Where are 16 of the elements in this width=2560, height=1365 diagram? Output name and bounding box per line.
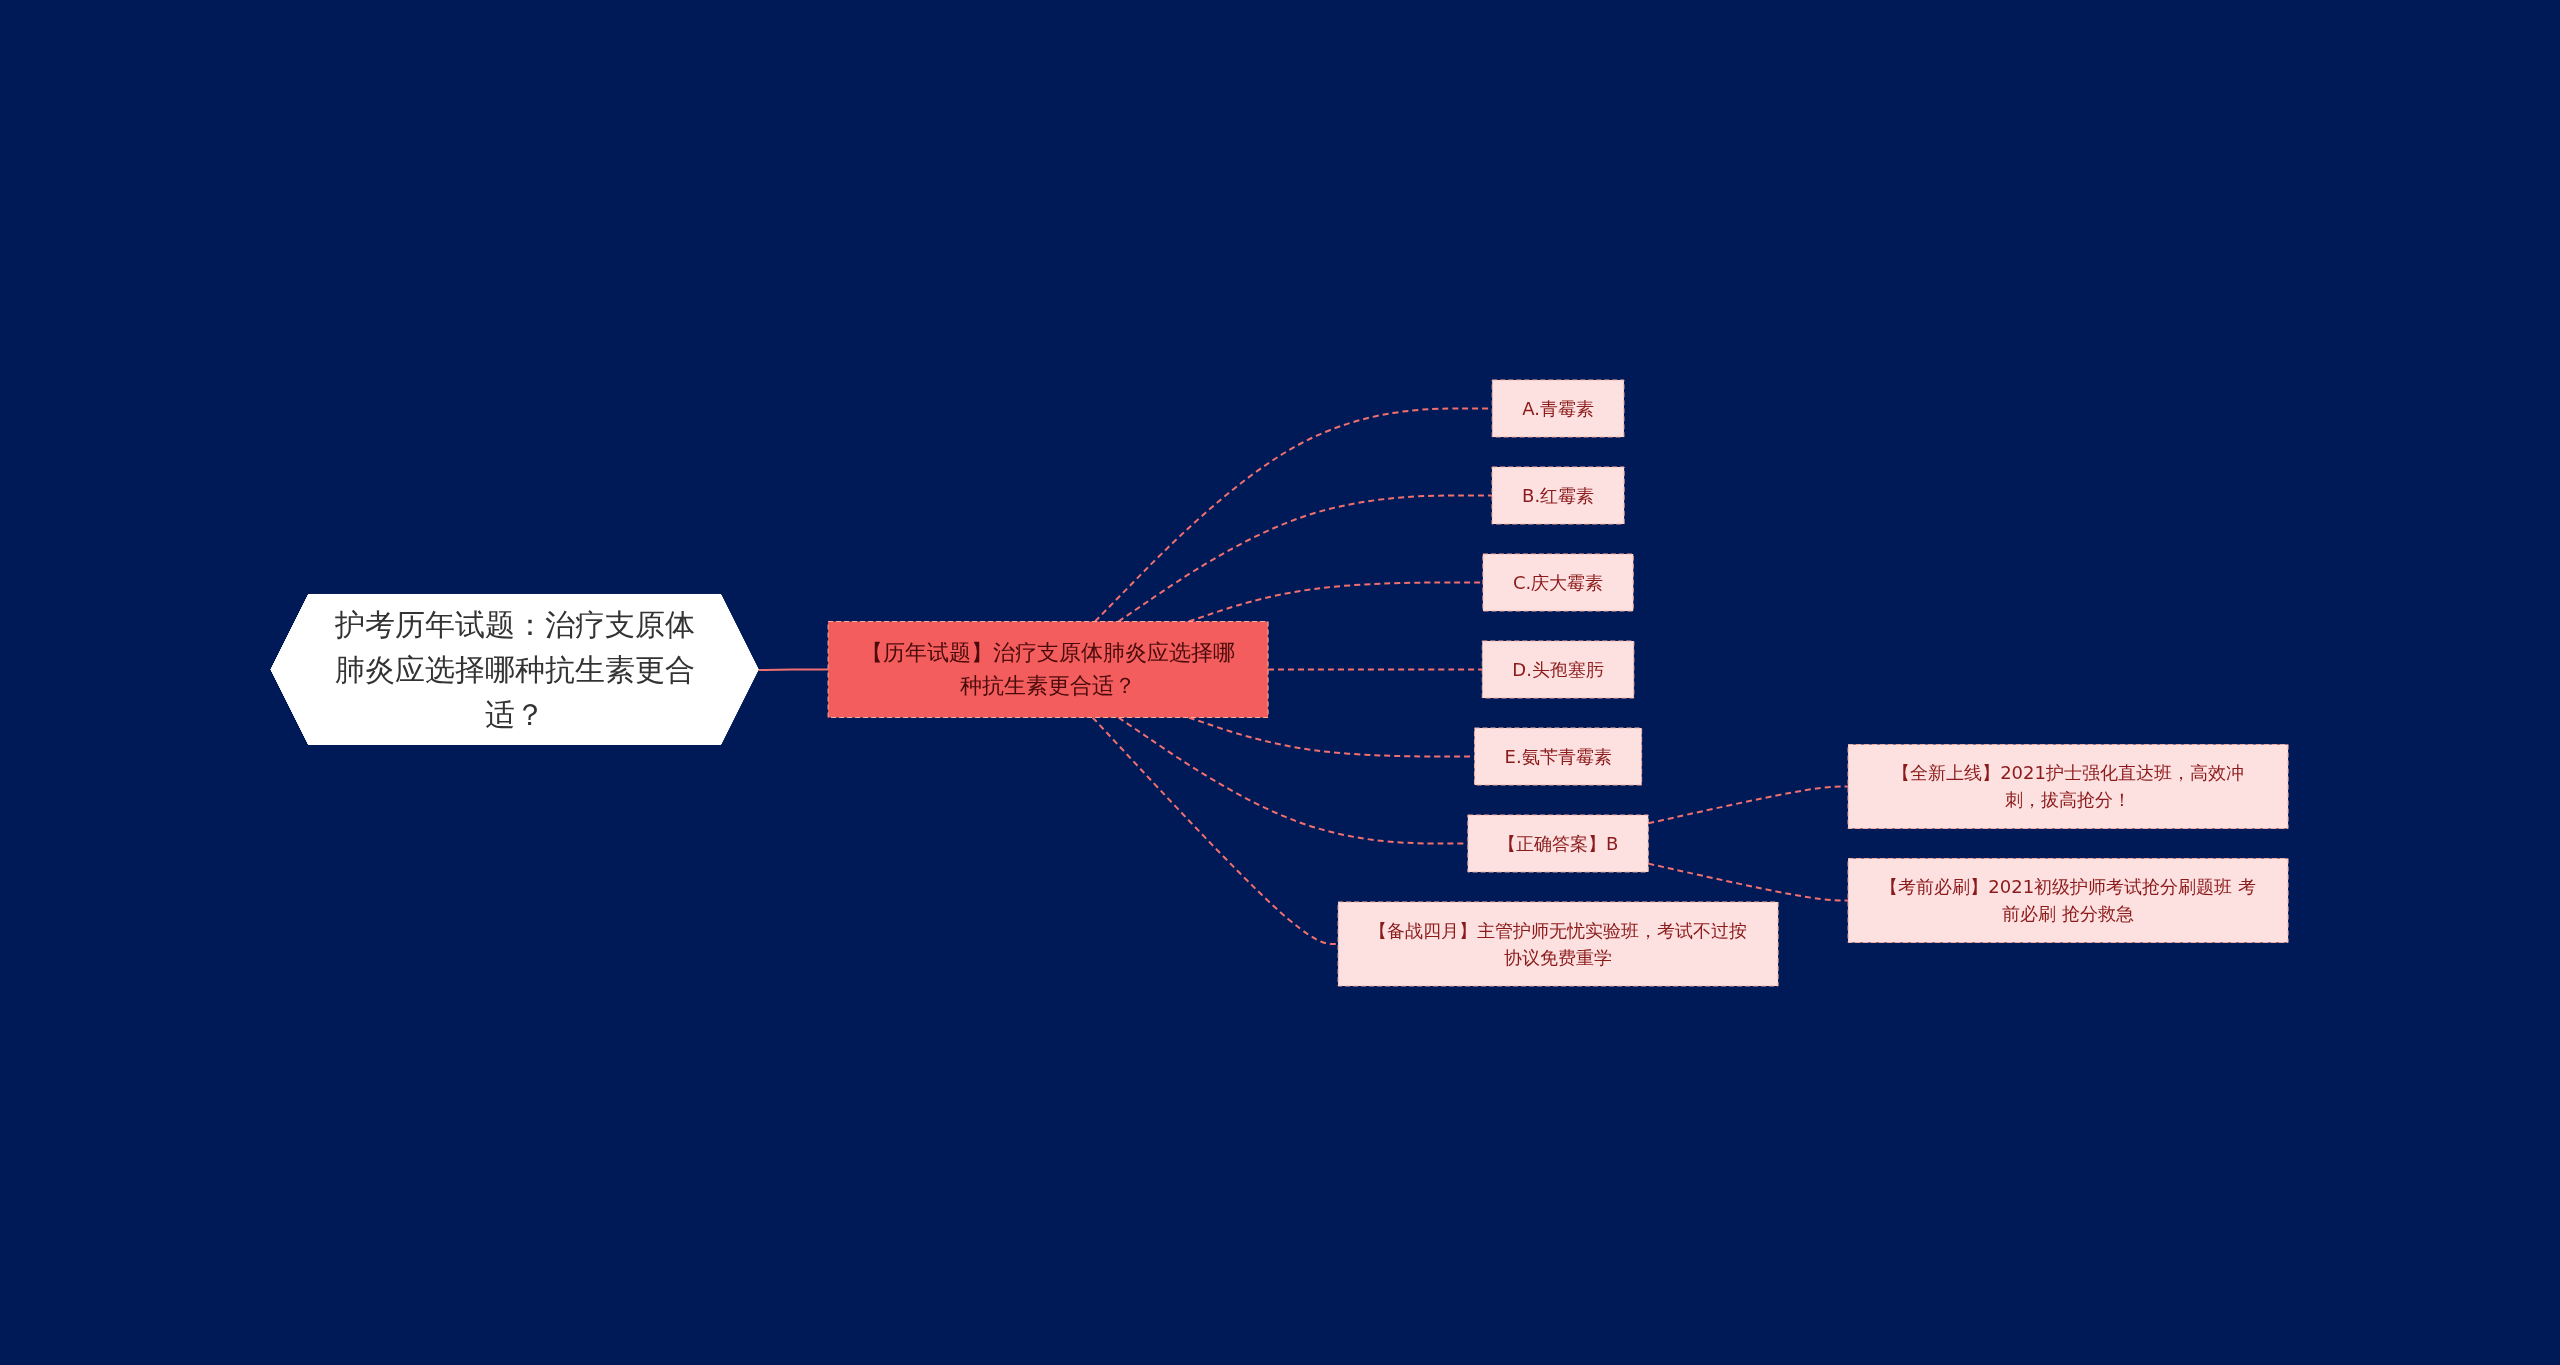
node-box: A.青霉素: [1492, 379, 1625, 437]
connector: [1267, 668, 1484, 670]
node-box: D.头孢塞肟: [1482, 640, 1635, 698]
connector: [1094, 407, 1494, 622]
node-box: B.红霉素: [1492, 466, 1626, 524]
connector: [1647, 862, 1850, 901]
node-box: C.庆大霉素: [1482, 553, 1635, 611]
node-box: 【历年试题】治疗支原体肺炎应选择哪种抗生素更合适？: [828, 620, 1270, 718]
connector: [1117, 494, 1494, 622]
node-box: 【备战四月】主管护师无忧实验班，考试不过按协议免费重学: [1338, 901, 1779, 986]
node-box: 【正确答案】B: [1467, 814, 1650, 872]
node-box: E.氨苄青霉素: [1474, 727, 1643, 785]
node-box: 【考前必刷】2021初级护师考试抢分刷题班 考前必刷 抢分救急: [1848, 857, 2289, 943]
connector: [1647, 785, 1850, 824]
connector: [758, 668, 830, 671]
node-box: 【全新上线】2021护士强化直达班，高效冲刺，拔高抢分！: [1848, 743, 2289, 829]
